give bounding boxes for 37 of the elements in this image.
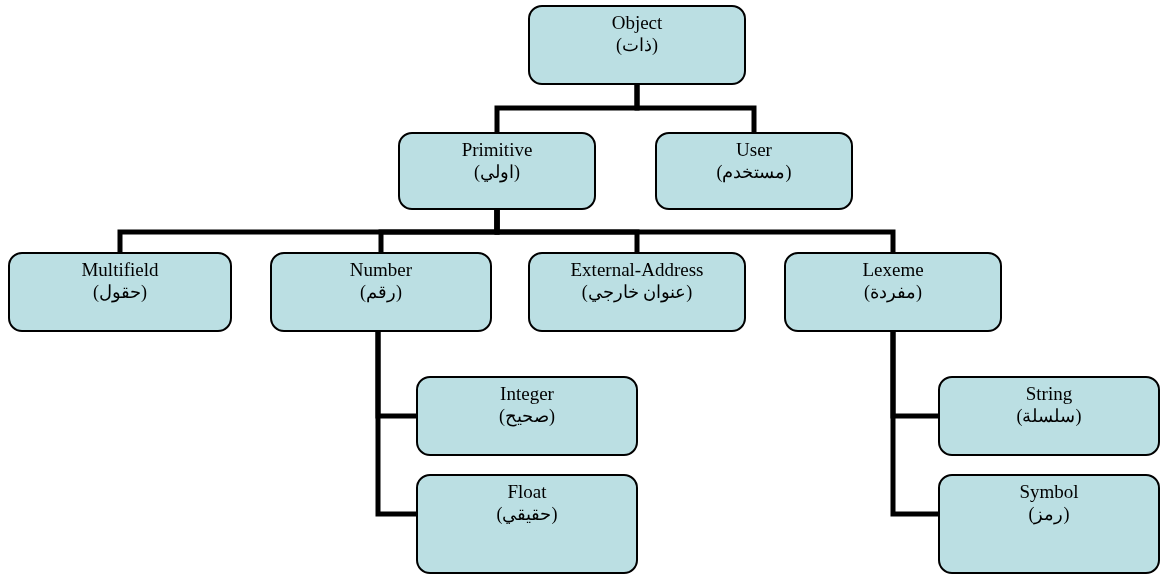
arabic-label: (ذات) xyxy=(616,34,658,57)
class-name: Lexeme xyxy=(862,258,924,281)
arabic-label: (حقول) xyxy=(93,281,147,304)
arabic-label: (عنوان خارجي) xyxy=(581,281,693,304)
class-box xyxy=(655,132,853,210)
class-name: Object xyxy=(611,11,663,34)
connector-line xyxy=(494,210,896,252)
connector-line xyxy=(890,332,938,517)
class-name: Multifield xyxy=(81,258,159,281)
class-name: String xyxy=(1025,382,1073,405)
class-box xyxy=(938,474,1160,574)
arabic-label: (صحيح) xyxy=(499,405,555,428)
arabic-label: (رقم) xyxy=(360,281,402,304)
arabic-label: (مفردة) xyxy=(864,281,922,304)
class-box xyxy=(8,252,232,332)
arabic-label: (حقيقي) xyxy=(496,503,558,526)
arabic-label: (اولي) xyxy=(474,161,520,184)
class-name: Number xyxy=(349,258,413,281)
class-name: Primitive xyxy=(461,138,533,161)
class-box xyxy=(938,376,1160,456)
class-name: Integer xyxy=(500,382,554,405)
class-box xyxy=(270,252,492,332)
class-box xyxy=(528,5,746,85)
connector-line xyxy=(375,332,416,517)
class-box xyxy=(528,252,746,332)
connector-line xyxy=(634,85,757,132)
class-box xyxy=(416,474,638,574)
class-box xyxy=(784,252,1002,332)
arabic-label: (رمز) xyxy=(1028,503,1070,526)
class-name: Float xyxy=(507,480,547,503)
arabic-label: (سلسلة) xyxy=(1016,405,1082,428)
class-name: Symbol xyxy=(1019,480,1079,503)
arabic-label: (مستخدم) xyxy=(716,161,792,184)
class-box xyxy=(398,132,596,210)
class-name: External-Address xyxy=(570,258,704,281)
class-box xyxy=(416,376,638,456)
class-name: User xyxy=(736,138,772,161)
